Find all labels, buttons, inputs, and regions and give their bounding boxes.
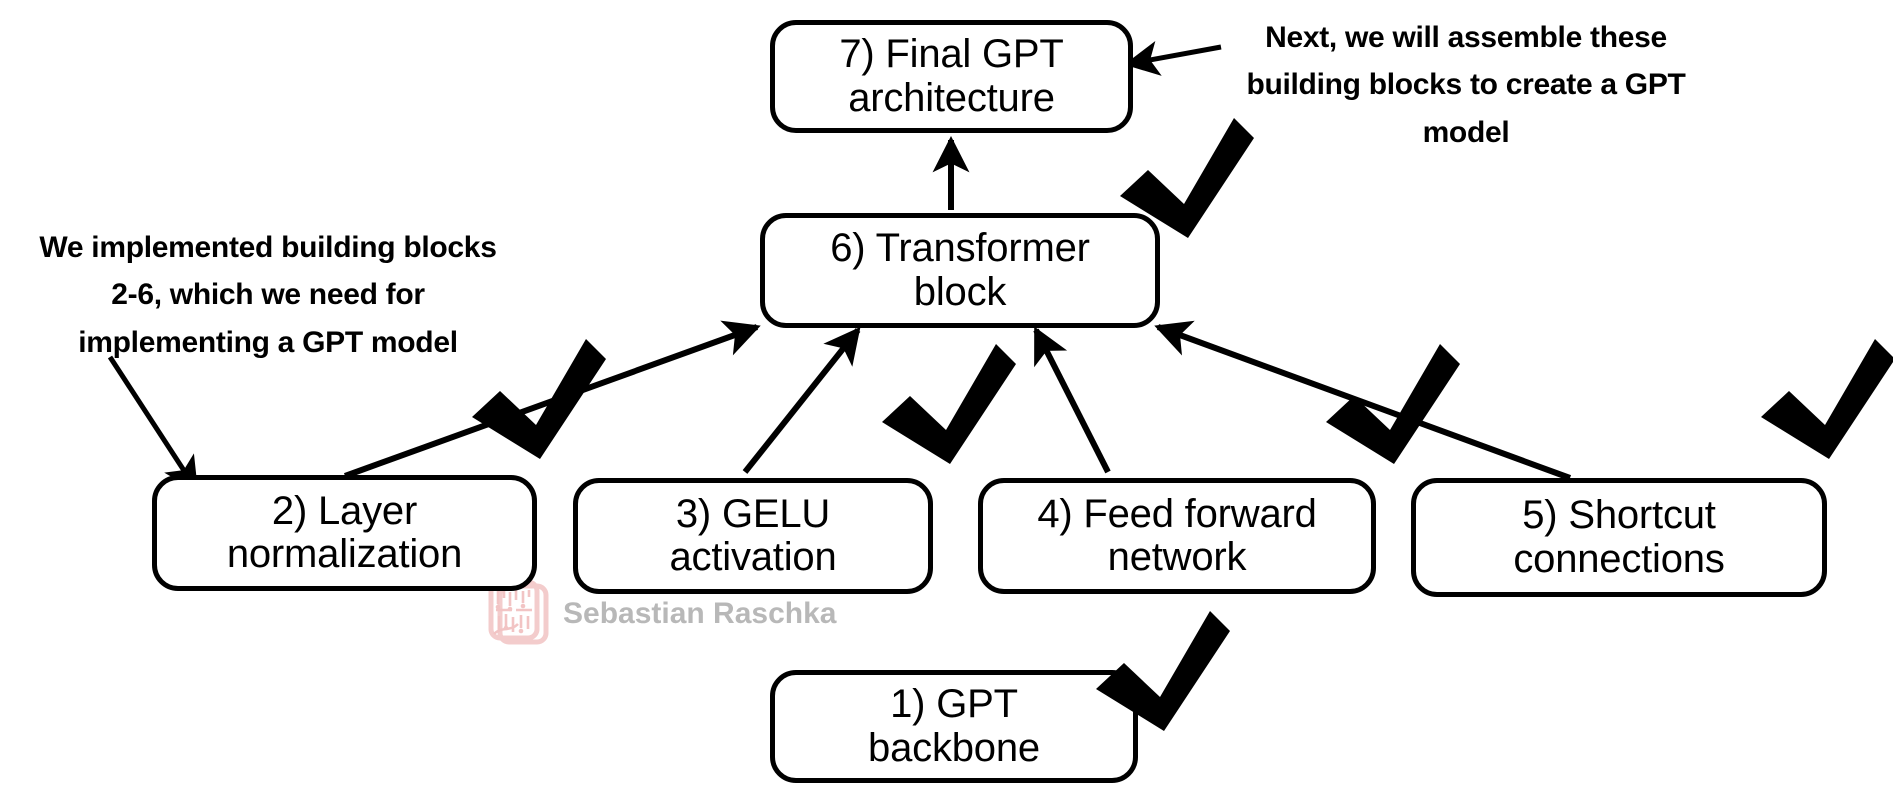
annotation-arrow-right <box>1124 40 1222 76</box>
annotation-right-line-3: model <box>1422 115 1510 149</box>
annotation-right-line-1: Next, we will assemble these <box>1265 21 1667 54</box>
annotation-left-line-1: We implemented building blocks <box>39 231 497 264</box>
edge-shortcut-to-transformer <box>1154 320 1572 481</box>
annotation-right-line-2: building blocks to create a GPT <box>1246 68 1686 102</box>
annotation-arrow-left <box>107 355 199 493</box>
annotation-left: We implemented building blocks 2-6, whic… <box>18 224 518 366</box>
annotation-left-line-2: 2-6, which we need for <box>111 278 425 312</box>
annotation-left-line-3: implementing a GPT model <box>78 325 458 359</box>
watermark: Sebastian Raschka <box>478 576 836 652</box>
edge-feedforward-to-transformer <box>1033 326 1111 474</box>
watermark-text: Sebastian Raschka <box>563 597 837 630</box>
annotation-right: Next, we will assemble these building bl… <box>1216 14 1716 156</box>
edge-gelu-to-transformer <box>742 326 861 474</box>
